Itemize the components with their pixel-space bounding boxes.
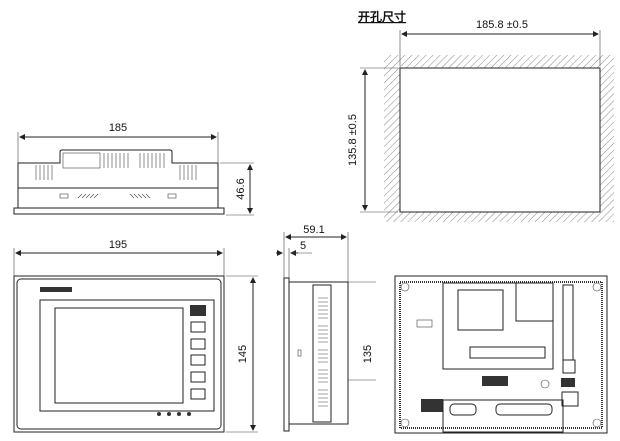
top-depth-label: 46.6: [235, 178, 247, 199]
side-height-label: 135: [362, 345, 374, 363]
side-view: 59.1 5 135: [276, 224, 376, 432]
cutout-title: 开孔尺寸: [358, 9, 406, 24]
rear-view: [394, 275, 608, 434]
brand-logo: [40, 287, 72, 292]
top-width-label: 185: [109, 122, 127, 134]
front-view: 195 145: [13, 239, 258, 433]
side-flange-label: 5: [300, 240, 306, 252]
front-width-label: 195: [109, 239, 127, 251]
front-height-label: 145: [237, 345, 249, 363]
cutout-height-label: 135.8 ±0.5: [347, 114, 359, 166]
cutout-width-label: 185.8 ±0.5: [476, 19, 528, 31]
cutout-view: 开孔尺寸 185.8 ±0.5 135.8 ±0.5: [347, 9, 614, 222]
top-view: 185 46.6: [13, 122, 254, 216]
side-depth-label: 59.1: [303, 224, 324, 236]
